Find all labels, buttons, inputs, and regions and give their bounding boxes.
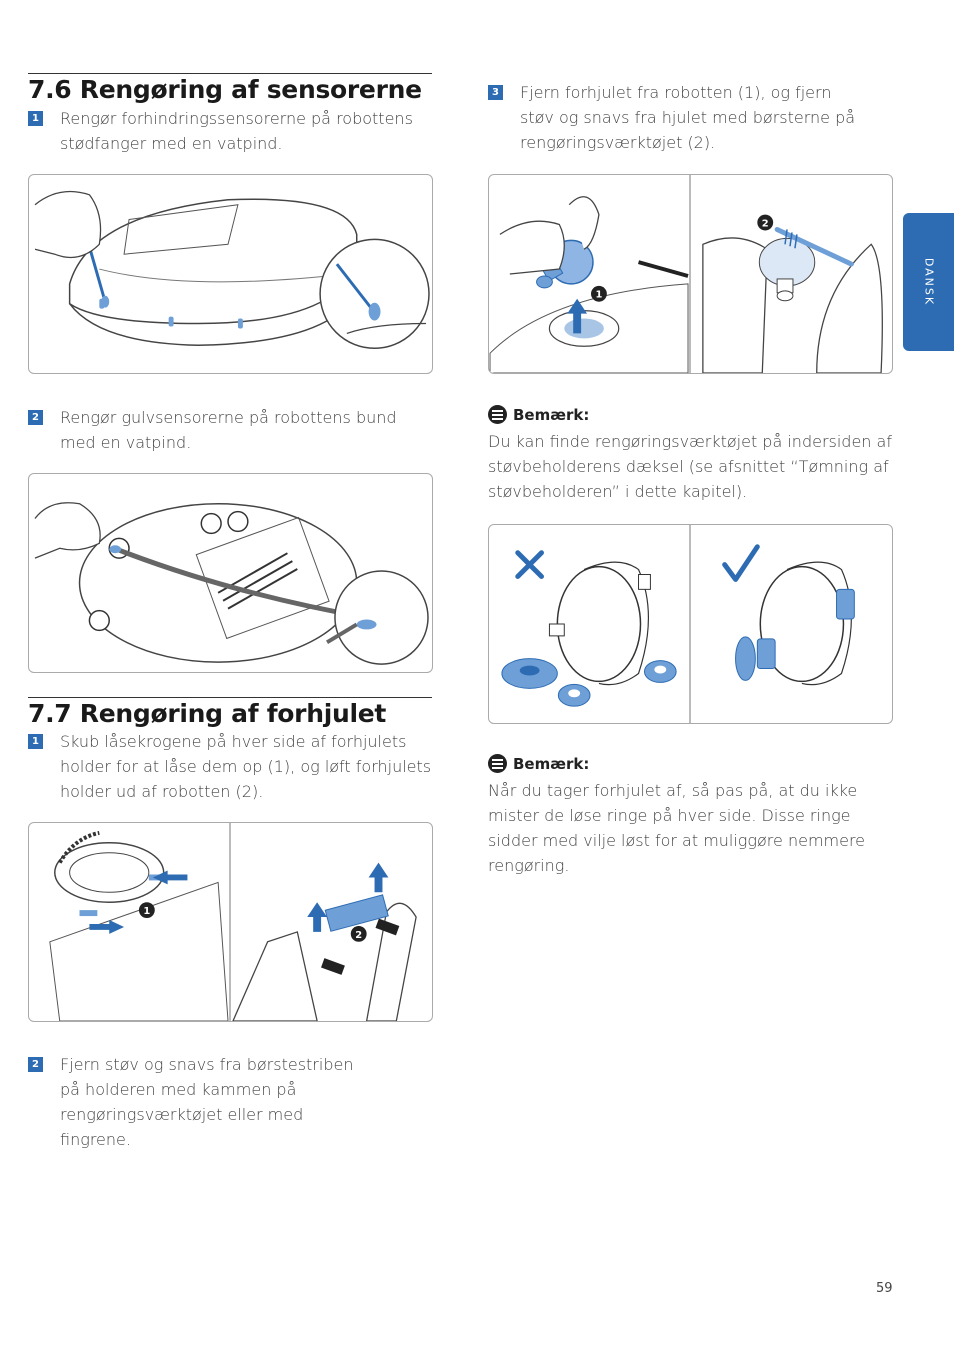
step-wheel-3: 3 Fjern forhjulet fra robotten (1), og f… <box>488 80 892 155</box>
callout-1: 1 <box>143 906 150 917</box>
step-text: Skub låsekrogene på hver side af forhjul… <box>60 732 432 801</box>
step-number: 2 <box>28 1057 43 1072</box>
robot-bumper-illustration <box>34 190 430 349</box>
step-sensors-1: 1 Rengør forhindringssensorerne på robot… <box>28 106 432 156</box>
wheel-removal-illustration: 1 2 <box>489 175 883 373</box>
figure-release-holder: 1 2 <box>28 822 433 1022</box>
note-label: Bemærk: <box>513 406 590 424</box>
figure-floor-sensors <box>28 473 433 673</box>
language-tab: DANSK <box>903 213 954 351</box>
wheel-holder-illustration: 1 2 <box>49 823 417 1021</box>
step-text: Rengør forhindringssensorerne på robotte… <box>60 109 413 153</box>
section-title-front-wheel: 7.7 Rengøring af forhjulet <box>28 699 387 728</box>
cross-icon <box>515 550 544 579</box>
note-title: Bemærk: <box>488 754 589 773</box>
wheel-rings-illustration <box>501 525 855 723</box>
check-icon <box>722 544 760 582</box>
language-tab-label: DANSK <box>922 257 935 307</box>
step-number: 2 <box>28 410 43 425</box>
callout-2: 2 <box>355 930 362 941</box>
callout-1: 1 <box>595 290 602 301</box>
section-title-sensors: 7.6 Rengøring af sensorerne <box>28 75 422 104</box>
step-sensors-2: 2 Rengør gulvsensorerne på robottens bun… <box>28 405 432 455</box>
figure-bumper-sensors <box>28 174 433 374</box>
callout-2: 2 <box>762 218 769 229</box>
note-body: Når du tager forhjulet af, så pas på, at… <box>488 781 866 875</box>
step-text: Rengør gulvsensorerne på robottens bund … <box>60 408 397 452</box>
robot-underside-illustration <box>34 502 429 665</box>
step-wheel-1: 1 Skub låsekrogene på hver side af forhj… <box>28 729 432 804</box>
figure-remove-wheel: 1 2 <box>488 174 893 374</box>
step-number: 1 <box>28 734 43 749</box>
figure-wheel-rings <box>488 524 893 724</box>
note-icon <box>488 405 507 424</box>
step-wheel-2: 2 Fjern støv og snavs fra børstestriben … <box>28 1052 432 1152</box>
step-text: Fjern forhjulet fra robotten (1), og fje… <box>520 83 856 152</box>
note-body: Du kan finde rengøringsværktøjet på inde… <box>488 432 892 501</box>
step-number: 1 <box>28 111 43 126</box>
step-text: Fjern støv og snavs fra børstestriben på… <box>60 1055 354 1149</box>
section-rule <box>28 73 432 74</box>
note-title: Bemærk: <box>488 405 589 424</box>
note-label: Bemærk: <box>513 755 590 773</box>
step-number: 3 <box>488 85 503 100</box>
note-icon <box>488 754 507 773</box>
page-number: 59 <box>876 1281 893 1296</box>
section-rule <box>28 697 432 698</box>
